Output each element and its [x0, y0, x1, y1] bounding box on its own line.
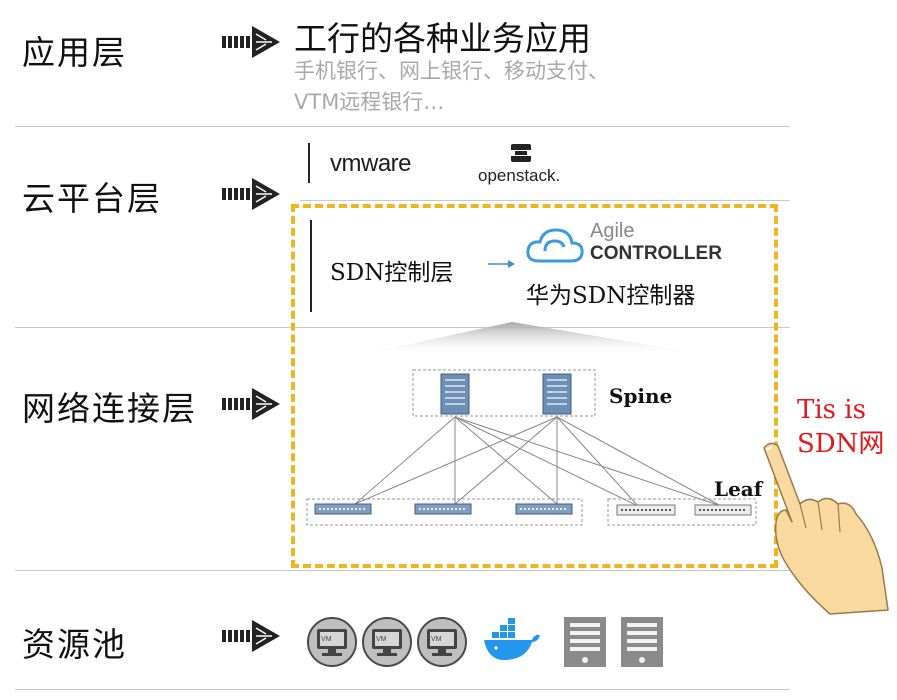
arrow-icon: [222, 26, 280, 58]
vm-icon: VM: [417, 617, 467, 667]
controller-fan: [355, 322, 715, 356]
arrow-icon: [222, 178, 280, 210]
separator-2: [300, 200, 790, 201]
leaf-group-left: [306, 498, 583, 526]
arrow-icon: [222, 388, 280, 420]
app-title: 工行的各种业务应用: [294, 19, 591, 58]
leaf-switch-icon: [616, 504, 676, 516]
network-topology: [306, 322, 757, 526]
leaf-group-right: [607, 498, 757, 526]
agile-logo-bottom: CONTROLLER: [590, 243, 722, 264]
spine-server-icon: [440, 373, 470, 415]
vmware-logo: vmware: [330, 150, 412, 177]
layer-label-resource: 资源池: [22, 625, 127, 664]
separator-1: [15, 126, 790, 127]
agile-logo-top: Agile: [590, 220, 635, 242]
app-subtitle-line2: VTM远程银行…: [294, 90, 445, 114]
layer-label-app: 应用层: [22, 33, 127, 72]
spine-label: Spine: [609, 384, 673, 408]
leaf-switch-icon: [314, 503, 372, 515]
vm-badge: VM: [376, 636, 387, 643]
server-icon: [621, 617, 663, 667]
leaf-switch-icon: [515, 503, 573, 515]
spine-group: [412, 369, 596, 417]
openstack-logo: openstack.: [478, 166, 561, 185]
pointing-hand-icon: [763, 442, 889, 615]
sdn-label: SDN控制层: [330, 260, 454, 286]
server-icon: [564, 617, 606, 667]
docker-icon: [484, 618, 540, 660]
layer-label-cloud: 云平台层: [22, 179, 162, 218]
vm-badge: VM: [431, 636, 442, 643]
spine-server-icon: [542, 373, 572, 415]
cloud-divider: [308, 143, 310, 183]
separator-5: [15, 689, 790, 690]
app-subtitle-line1: 手机银行、网上银行、移动支付、: [294, 59, 609, 83]
annotation-line2: SDN网: [797, 429, 885, 459]
sdn-caption: 华为SDN控制器: [526, 283, 696, 309]
sdn-divider: [310, 220, 312, 312]
annotation-line1: Tis is: [797, 395, 866, 425]
cloud-icon: [526, 228, 584, 263]
vm-badge: VM: [321, 636, 332, 643]
separator-4: [15, 570, 790, 571]
layer-label-network: 网络连接层: [22, 389, 197, 428]
leaf-label: Leaf: [714, 477, 763, 501]
leaf-switch-icon: [694, 504, 752, 516]
sdn-network-box: [291, 204, 778, 568]
vm-icon: VM: [362, 617, 412, 667]
leaf-switch-icon: [414, 503, 472, 515]
arrow-right-icon: [488, 260, 515, 268]
openstack-icon: [511, 144, 531, 162]
separator-3: [15, 327, 790, 328]
arrow-icon: [222, 620, 280, 652]
vm-icon: VM: [307, 617, 357, 667]
